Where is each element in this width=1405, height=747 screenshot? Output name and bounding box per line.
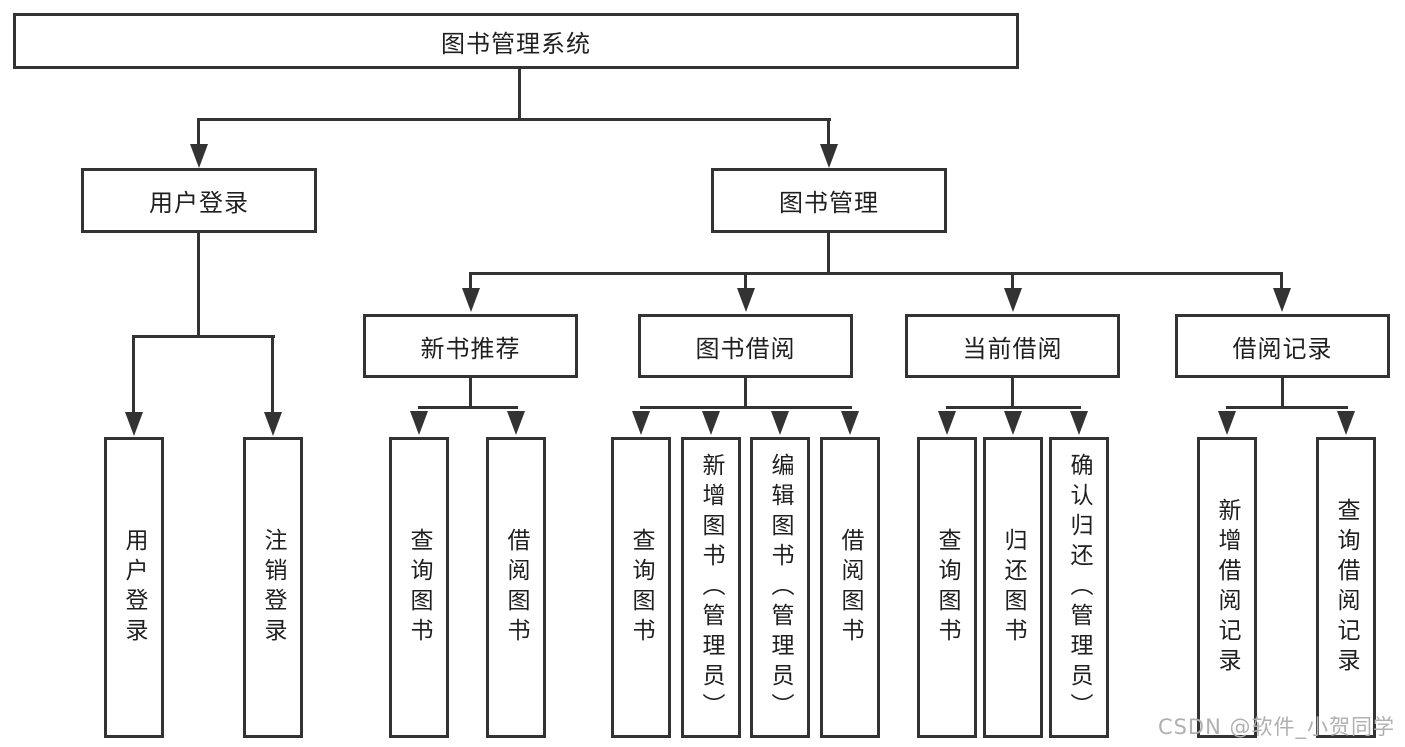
arrow-down-icon	[820, 144, 838, 168]
node-book-management: 图书管理	[711, 168, 947, 233]
node-label: 借阅记录	[1232, 334, 1333, 363]
connector-records-down	[1281, 377, 1284, 408]
node-label: 借阅图书	[837, 527, 863, 648]
arrow-down-icon	[1004, 288, 1022, 312]
node-label: 图书管理系统	[441, 29, 591, 58]
node-leaf-query-books: 查询图书	[611, 437, 671, 738]
connector-book-management-down	[827, 232, 830, 275]
connector-new-book-down	[469, 377, 472, 408]
connector-current-borrow-down	[1011, 377, 1014, 408]
arrow-down-icon	[507, 411, 525, 435]
node-leaf-borrow-books: 借阅图书	[486, 437, 546, 738]
node-leaf-query-books: 查询图书	[917, 437, 977, 738]
node-label: 新增借阅记录	[1214, 497, 1240, 678]
connector-book-management-stem	[827, 118, 830, 148]
arrow-down-icon	[1070, 411, 1088, 435]
connector-root-stem	[518, 68, 521, 121]
connector-leaf-stem	[271, 335, 274, 413]
arrow-down-icon	[1004, 411, 1022, 435]
connector-user-login-down	[197, 232, 200, 337]
connector-root-branch	[197, 118, 831, 121]
arrow-down-icon	[410, 411, 428, 435]
node-root-book-management-system: 图书管理系统	[13, 13, 1019, 69]
arrow-down-icon	[264, 412, 282, 436]
node-label: 归还图书	[1000, 527, 1026, 648]
node-label: 用户登录	[149, 189, 249, 217]
node-leaf-return-books: 归还图书	[983, 437, 1043, 738]
arrow-down-icon	[771, 411, 789, 435]
node-current-borrowing: 当前借阅	[905, 314, 1120, 378]
arrow-down-icon	[1337, 411, 1355, 435]
watermark: CSDN @软件_小贺同学	[1157, 715, 1395, 739]
connector-records-branch	[1226, 406, 1348, 409]
arrow-down-icon	[1218, 411, 1236, 435]
arrow-down-icon	[462, 288, 480, 312]
arrow-down-icon	[702, 411, 720, 435]
node-label: 图书借阅	[695, 334, 796, 363]
connector-book-borrow-down	[744, 377, 747, 408]
arrow-down-icon	[737, 288, 755, 312]
node-label: 图书管理	[779, 189, 879, 217]
connector-level3-stem	[1011, 272, 1014, 290]
connector-level3-stem	[1280, 272, 1283, 290]
node-leaf-user-login: 用户登录	[104, 437, 164, 738]
arrow-down-icon	[632, 411, 650, 435]
node-book-borrowing: 图书借阅	[638, 314, 853, 378]
node-label: 用户登录	[121, 527, 147, 648]
node-user-login: 用户登录	[81, 168, 317, 233]
node-leaf-query-borrow-record: 查询借阅记录	[1316, 437, 1376, 738]
connector-book-management-branch	[469, 272, 1283, 275]
node-leaf-add-books-admin: 新增图书（管理员）	[681, 437, 741, 738]
node-label: 查询图书	[934, 527, 960, 648]
arrow-down-icon	[841, 411, 859, 435]
arrow-down-icon	[190, 144, 208, 168]
node-label: 新书推荐	[420, 334, 521, 363]
node-leaf-borrow-books: 借阅图书	[820, 437, 880, 738]
arrow-down-icon	[1273, 288, 1291, 312]
node-label: 查询借阅记录	[1333, 497, 1359, 678]
connector-level3-stem	[469, 272, 472, 290]
node-leaf-edit-books-admin: 编辑图书（管理员）	[750, 437, 810, 738]
node-label: 当前借阅	[962, 334, 1063, 363]
node-label: 查询图书	[406, 527, 432, 648]
node-leaf-confirm-return-admin: 确认归还（管理员）	[1049, 437, 1109, 738]
node-new-book-recommendation: 新书推荐	[363, 314, 578, 378]
node-label: 确认归还（管理员）	[1066, 452, 1092, 723]
node-leaf-query-books: 查询图书	[389, 437, 449, 738]
node-borrowing-records: 借阅记录	[1175, 314, 1390, 378]
node-leaf-add-borrow-record: 新增借阅记录	[1197, 437, 1257, 738]
connector-user-login-branch	[133, 335, 275, 338]
connector-book-borrow-branch	[640, 406, 852, 409]
connector-new-book-branch	[418, 406, 518, 409]
node-label: 新增图书（管理员）	[698, 452, 724, 723]
connector-user-login-stem	[197, 118, 200, 148]
node-label: 注销登录	[260, 527, 286, 648]
arrow-down-icon	[938, 411, 956, 435]
node-label: 编辑图书（管理员）	[767, 452, 793, 723]
node-label: 查询图书	[628, 527, 654, 648]
node-leaf-logout: 注销登录	[243, 437, 303, 738]
arrow-down-icon	[125, 412, 143, 436]
node-label: 借阅图书	[503, 527, 529, 648]
connector-level3-stem	[744, 272, 747, 290]
connector-leaf-stem	[132, 335, 135, 413]
connector-current-borrow-branch	[946, 406, 1081, 409]
